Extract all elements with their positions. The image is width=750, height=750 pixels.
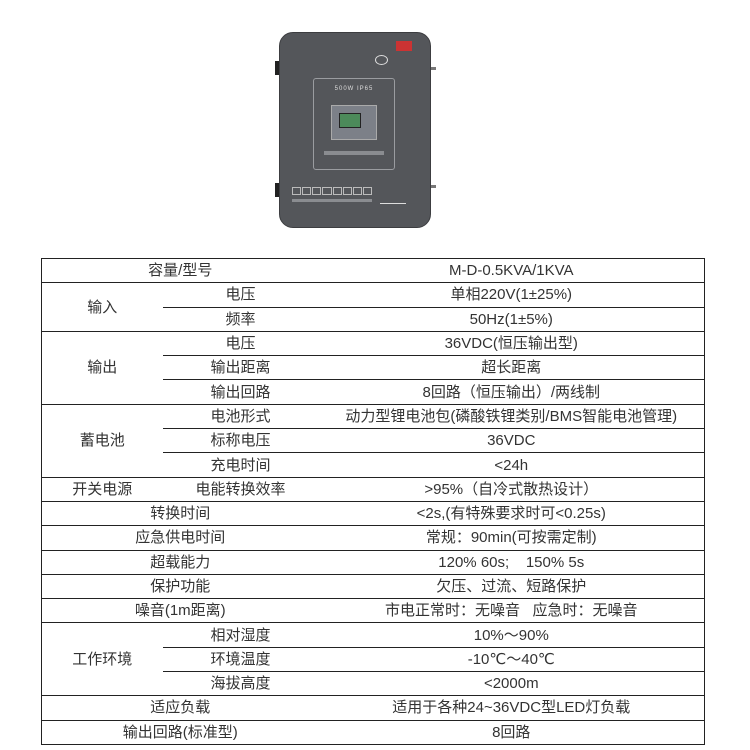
row-label: 标称电压 (162, 428, 319, 454)
ccc-mark-icon (375, 55, 388, 65)
row-label: 容量/型号 (41, 258, 319, 284)
row-label: 电压 (162, 331, 319, 357)
row-label: 保护功能 (41, 574, 319, 600)
row-value: 8回路（恒压输出）/两线制 (318, 379, 705, 405)
table-row: 频率 50Hz(1±5%) (42, 307, 705, 332)
circuit-indicators (292, 187, 372, 195)
row-label: 适应负载 (41, 695, 319, 721)
brand-logo (396, 41, 412, 51)
table-row: 转换时间 <2s,(有特殊要求时可<0.25s) (41, 501, 705, 527)
row-label: 超载能力 (41, 550, 319, 575)
row-value: 120% 60s; 150% 5s (318, 550, 705, 575)
row-value: 36VDC (318, 428, 705, 454)
group-label: 蓄电池 (41, 404, 163, 478)
hinge (275, 61, 279, 75)
table-row: 海拔高度 <2000m (42, 671, 705, 697)
row-value: 常规：90min(可按需定制) (318, 525, 705, 551)
group-label: 开关电源 (41, 477, 163, 502)
row-value: 动力型锂电池包(磷酸铁锂类别/BMS智能电池管理) (318, 404, 705, 430)
row-value: 10%～90% (318, 622, 705, 648)
table-row: 开关电源 电能转换效率 >95%（自冷式散热设计） (41, 477, 705, 502)
row-value: <24h (318, 452, 705, 478)
row-value: <2000m (318, 671, 705, 697)
row-label: 频率 (162, 307, 319, 332)
exit-sign-icon (380, 181, 406, 204)
product-image: 500W IP65 (275, 32, 436, 228)
row-value: -10℃～40℃ (318, 647, 705, 673)
row-label: 应急供电时间 (41, 525, 319, 551)
row-label: 转换时间 (41, 501, 319, 527)
table-row: 蓄电池 电池形式 动力型锂电池包(磷酸铁锂类别/BMS智能电池管理) (41, 404, 705, 478)
table-row: 输出回路(标准型) 8回路 (41, 720, 705, 745)
table-row: 应急供电时间 常规：90min(可按需定制) (41, 525, 705, 551)
table-row: 充电时间 <24h (42, 452, 705, 478)
row-label: 电池形式 (162, 404, 319, 430)
controller (331, 105, 377, 140)
row-value: 单相220V(1±25%) (318, 282, 705, 308)
pin (431, 67, 436, 70)
row-value: 8回路 (318, 720, 705, 745)
pin (431, 185, 436, 188)
row-label: 相对湿度 (162, 622, 319, 648)
row-value: <2s,(有特殊要求时可<0.25s) (318, 501, 705, 527)
row-value: 市电正常时：无噪音 应急时：无噪音 (318, 598, 705, 624)
table-row: 环境温度 -10℃～40℃ (42, 647, 705, 673)
row-value: 超长距离 (318, 355, 705, 381)
row-label: 噪音(1m距离) (41, 598, 319, 624)
row-label: 电能转换效率 (162, 477, 319, 502)
group-label: 工作环境 (41, 622, 163, 697)
group-label: 输入 (41, 282, 163, 332)
row-value: 36VDC(恒压输出型) (318, 331, 705, 357)
front-panel: 500W IP65 (313, 78, 395, 170)
table-row: 适应负载 适用于各种24~36VDC型LED灯负载 (41, 695, 705, 721)
model-label: 500W IP65 (334, 86, 374, 92)
table-row: 工作环境 相对湿度 10%～90% (41, 622, 705, 697)
hinge (275, 183, 279, 197)
table-row: 输入 电压 单相220V(1±25%) (41, 282, 705, 332)
row-value: 欠压、过流、短路保护 (318, 574, 705, 600)
row-value: 50Hz(1±5%) (318, 307, 705, 332)
lcd-screen (339, 113, 361, 128)
table-row: 容量/型号 M-D-0.5KVA/1KVA (41, 258, 705, 284)
table-row: 噪音(1m距离) 市电正常时：无噪音 应急时：无噪音 (41, 598, 705, 624)
standard-text (292, 199, 372, 202)
spec-table: 容量/型号 M-D-0.5KVA/1KVA 输入 电压 单相220V(1±25%… (41, 258, 705, 745)
group-label: 输出 (41, 331, 163, 405)
row-value: 适用于各种24~36VDC型LED灯负载 (318, 695, 705, 721)
table-row: 输出距离 超长距离 (42, 355, 705, 381)
row-value: >95%（自冷式散热设计） (318, 477, 705, 502)
row-label: 电压 (162, 282, 319, 308)
row-label: 输出回路(标准型) (41, 720, 319, 745)
table-row: 标称电压 36VDC (42, 428, 705, 454)
indicator-strip (324, 151, 384, 155)
table-row: 保护功能 欠压、过流、短路保护 (41, 574, 705, 600)
table-row: 输出 电压 36VDC(恒压输出型) (41, 331, 705, 405)
row-value: M-D-0.5KVA/1KVA (318, 258, 705, 284)
row-label: 充电时间 (162, 452, 319, 478)
row-label: 环境温度 (162, 647, 319, 673)
table-row: 超载能力 120% 60s; 150% 5s (41, 550, 705, 575)
row-label: 海拔高度 (162, 671, 319, 697)
row-label: 输出回路 (162, 379, 319, 405)
table-row: 输出回路 8回路（恒压输出）/两线制 (42, 379, 705, 405)
row-label: 输出距离 (162, 355, 319, 381)
